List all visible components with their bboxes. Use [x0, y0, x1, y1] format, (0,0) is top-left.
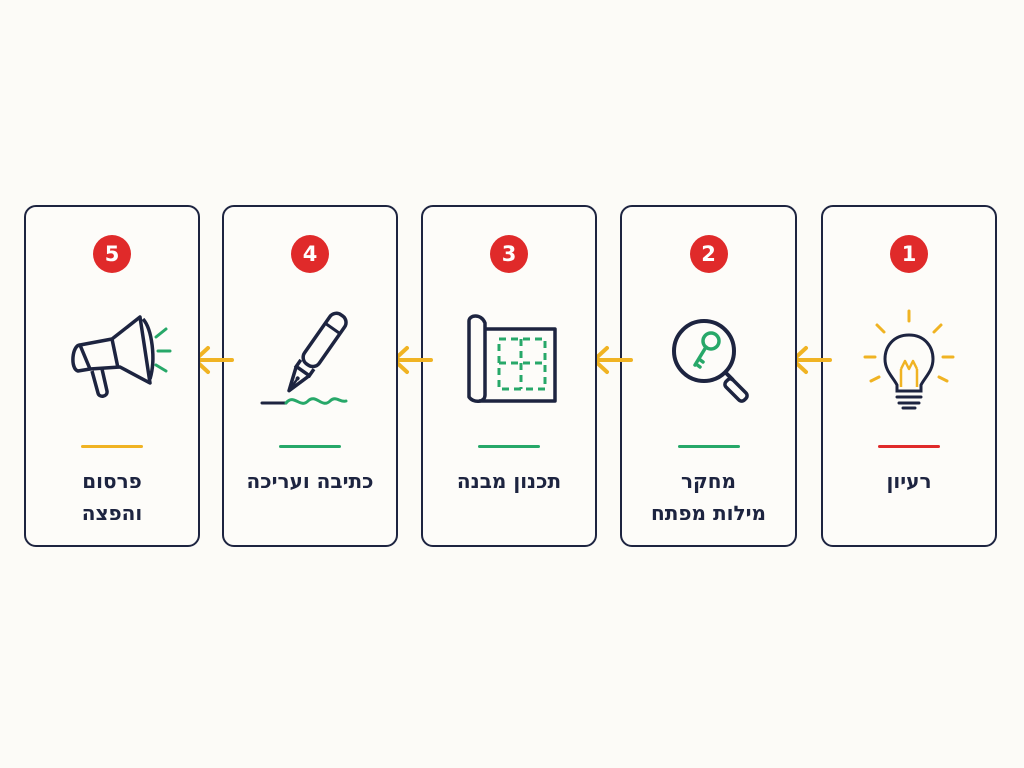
step-label-line: מילות מפתח: [651, 501, 766, 525]
step-card-3: 3 תכנון מבנה: [421, 205, 597, 547]
step-label: כתיבה ועריכה: [224, 465, 396, 497]
step-number-badge: 4: [291, 235, 329, 273]
accent-rule: [677, 445, 740, 448]
step-card-5: 5 פרסום והפצה: [24, 205, 200, 547]
step-label-line: רעיון: [886, 469, 932, 493]
step-number-badge: 1: [890, 235, 928, 273]
magnifier-key-icon: [671, 319, 749, 403]
step-card-4: 4 כתיבה ועריכה: [222, 205, 398, 547]
step-label-line: כתיבה ועריכה: [246, 469, 374, 493]
accent-rule: [478, 445, 540, 448]
megaphone-icon: [71, 315, 172, 398]
accent-rule: [878, 445, 940, 448]
step-label: מחקר מילות מפתח: [622, 465, 795, 529]
step-label-line: מחקר: [681, 469, 736, 493]
accent-rule: [81, 445, 143, 448]
step-label: פרסום והפצה: [26, 465, 198, 529]
step-number-badge: 2: [689, 235, 728, 273]
step-card-1: 1 רעיון: [821, 205, 997, 547]
step-label: רעיון: [823, 465, 995, 497]
lightbulb-icon: [863, 309, 955, 410]
step-label-line: פרסום: [82, 469, 142, 493]
step-label: תכנון מבנה: [423, 465, 595, 497]
step-label-line: תכנון מבנה: [456, 469, 562, 493]
blueprint-icon: [467, 314, 557, 403]
step-card-2: 2 מחקר מילות מפתח: [620, 205, 797, 547]
step-number-badge: 5: [93, 235, 131, 273]
pen-icon: [260, 311, 348, 405]
accent-rule: [279, 445, 341, 448]
step-number-badge: 3: [490, 235, 528, 273]
step-label-line: והפצה: [81, 501, 143, 525]
